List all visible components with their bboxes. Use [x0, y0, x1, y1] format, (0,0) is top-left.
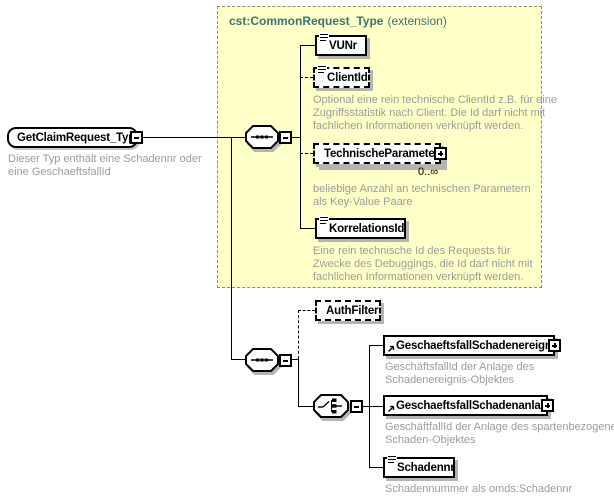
clientid-annotation: Optional eine rein technische ClientId z… — [313, 94, 557, 132]
element-korrelationsid[interactable]: KorrelationsId — [315, 215, 406, 239]
text-content-icon — [317, 64, 327, 77]
connector-seq1-branch — [300, 45, 301, 228]
connector-gse — [369, 345, 383, 346]
connector-clientid — [300, 77, 313, 78]
collapse-toggle-choice[interactable] — [350, 400, 363, 413]
sequence-icon[interactable] — [245, 125, 279, 149]
text-content-icon — [319, 215, 329, 228]
element-schadennr[interactable]: Schadennr — [383, 454, 455, 478]
element-reference-icon — [388, 345, 395, 352]
connector-root-v — [231, 137, 232, 359]
root-annotation: Dieser Typ enthält eine Schadennr oder e… — [8, 153, 202, 178]
connector-seq1-out — [292, 137, 300, 138]
gse-annotation: GeschäftsfallId der Anlage des Schadener… — [385, 361, 535, 386]
schadennr-annotation: Schadennummer als omds:Schadennr — [385, 483, 573, 495]
connector-seq2-out — [292, 359, 298, 360]
gsa-annotation: GeschäftfallId der Anlage des spartenbez… — [385, 421, 614, 446]
root-element-getclaimrequest-type[interactable]: GetClaimRequest_Type — [7, 127, 142, 148]
expand-toggle-gsa[interactable] — [541, 399, 554, 412]
element-label: AuthFilter — [326, 304, 379, 317]
connector-vunr — [300, 45, 315, 46]
minus-icon — [283, 136, 288, 139]
element-label: ClientId — [327, 71, 368, 84]
text-content-icon — [387, 454, 397, 467]
sequence-icon[interactable] — [245, 348, 279, 372]
extension-type-name: cst:CommonRequest_Type — [229, 14, 384, 28]
element-geschaeftsfall-schadenanlage[interactable]: GeschaeftsfallSchadenanlage — [383, 395, 554, 416]
connector-seq2-stub — [231, 359, 245, 360]
connector-schadennr — [369, 467, 383, 468]
extension-title: cst:CommonRequest_Type(extension) — [229, 14, 447, 28]
expand-toggle-technische-parameter[interactable] — [434, 147, 447, 160]
element-label: VUNr — [329, 39, 357, 52]
element-label: KorrelationsId — [329, 222, 405, 235]
minus-icon — [354, 405, 359, 408]
occurrence-label: 0..∞ — [418, 166, 439, 178]
element-clientid[interactable]: ClientId — [313, 64, 370, 88]
choice-icon[interactable] — [313, 394, 349, 418]
collapse-toggle-sequence2[interactable] — [279, 354, 292, 367]
element-vunr[interactable]: VUNr — [315, 32, 367, 56]
element-reference-icon — [388, 405, 395, 412]
extension-suffix: (extension) — [387, 14, 447, 28]
collapse-toggle-root[interactable] — [130, 131, 143, 144]
element-technische-parameter[interactable]: TechnischeParameter — [313, 143, 441, 164]
element-label: GeschaeftsfallSchadenereignis — [396, 339, 561, 352]
element-authfilter[interactable]: AuthFilter — [315, 300, 381, 321]
korrelationsid-annotation: Eine rein technische Id des Requests für… — [313, 245, 533, 283]
connector-gsa — [369, 406, 383, 407]
connector-authfilter-v — [298, 310, 299, 359]
collapse-toggle-sequence1[interactable] — [279, 131, 292, 144]
root-element-label: GetClaimRequest_Type — [17, 131, 142, 144]
connector-choice-out — [363, 406, 369, 407]
text-content-icon — [319, 32, 329, 45]
connector-choice-v — [298, 359, 299, 406]
expand-toggle-gse[interactable] — [548, 339, 561, 352]
element-geschaeftsfall-schadenereignis[interactable]: GeschaeftsfallSchadenereignis — [383, 335, 561, 356]
element-label: Schadennr — [397, 461, 455, 474]
connector-technische-parameter — [300, 153, 313, 154]
connector-root-h — [143, 137, 245, 138]
element-label: TechnischeParameter — [324, 147, 439, 160]
minus-icon — [134, 136, 139, 139]
connector-authfilter-h — [298, 310, 315, 311]
connector-choice-h — [298, 406, 313, 407]
element-label: GeschaeftsfallSchadenanlage — [396, 399, 554, 412]
connector-korrelationsid — [300, 228, 315, 229]
technische-parameter-annotation: beliebige Anzahl an technischen Paramete… — [313, 183, 531, 208]
minus-icon — [283, 359, 288, 362]
